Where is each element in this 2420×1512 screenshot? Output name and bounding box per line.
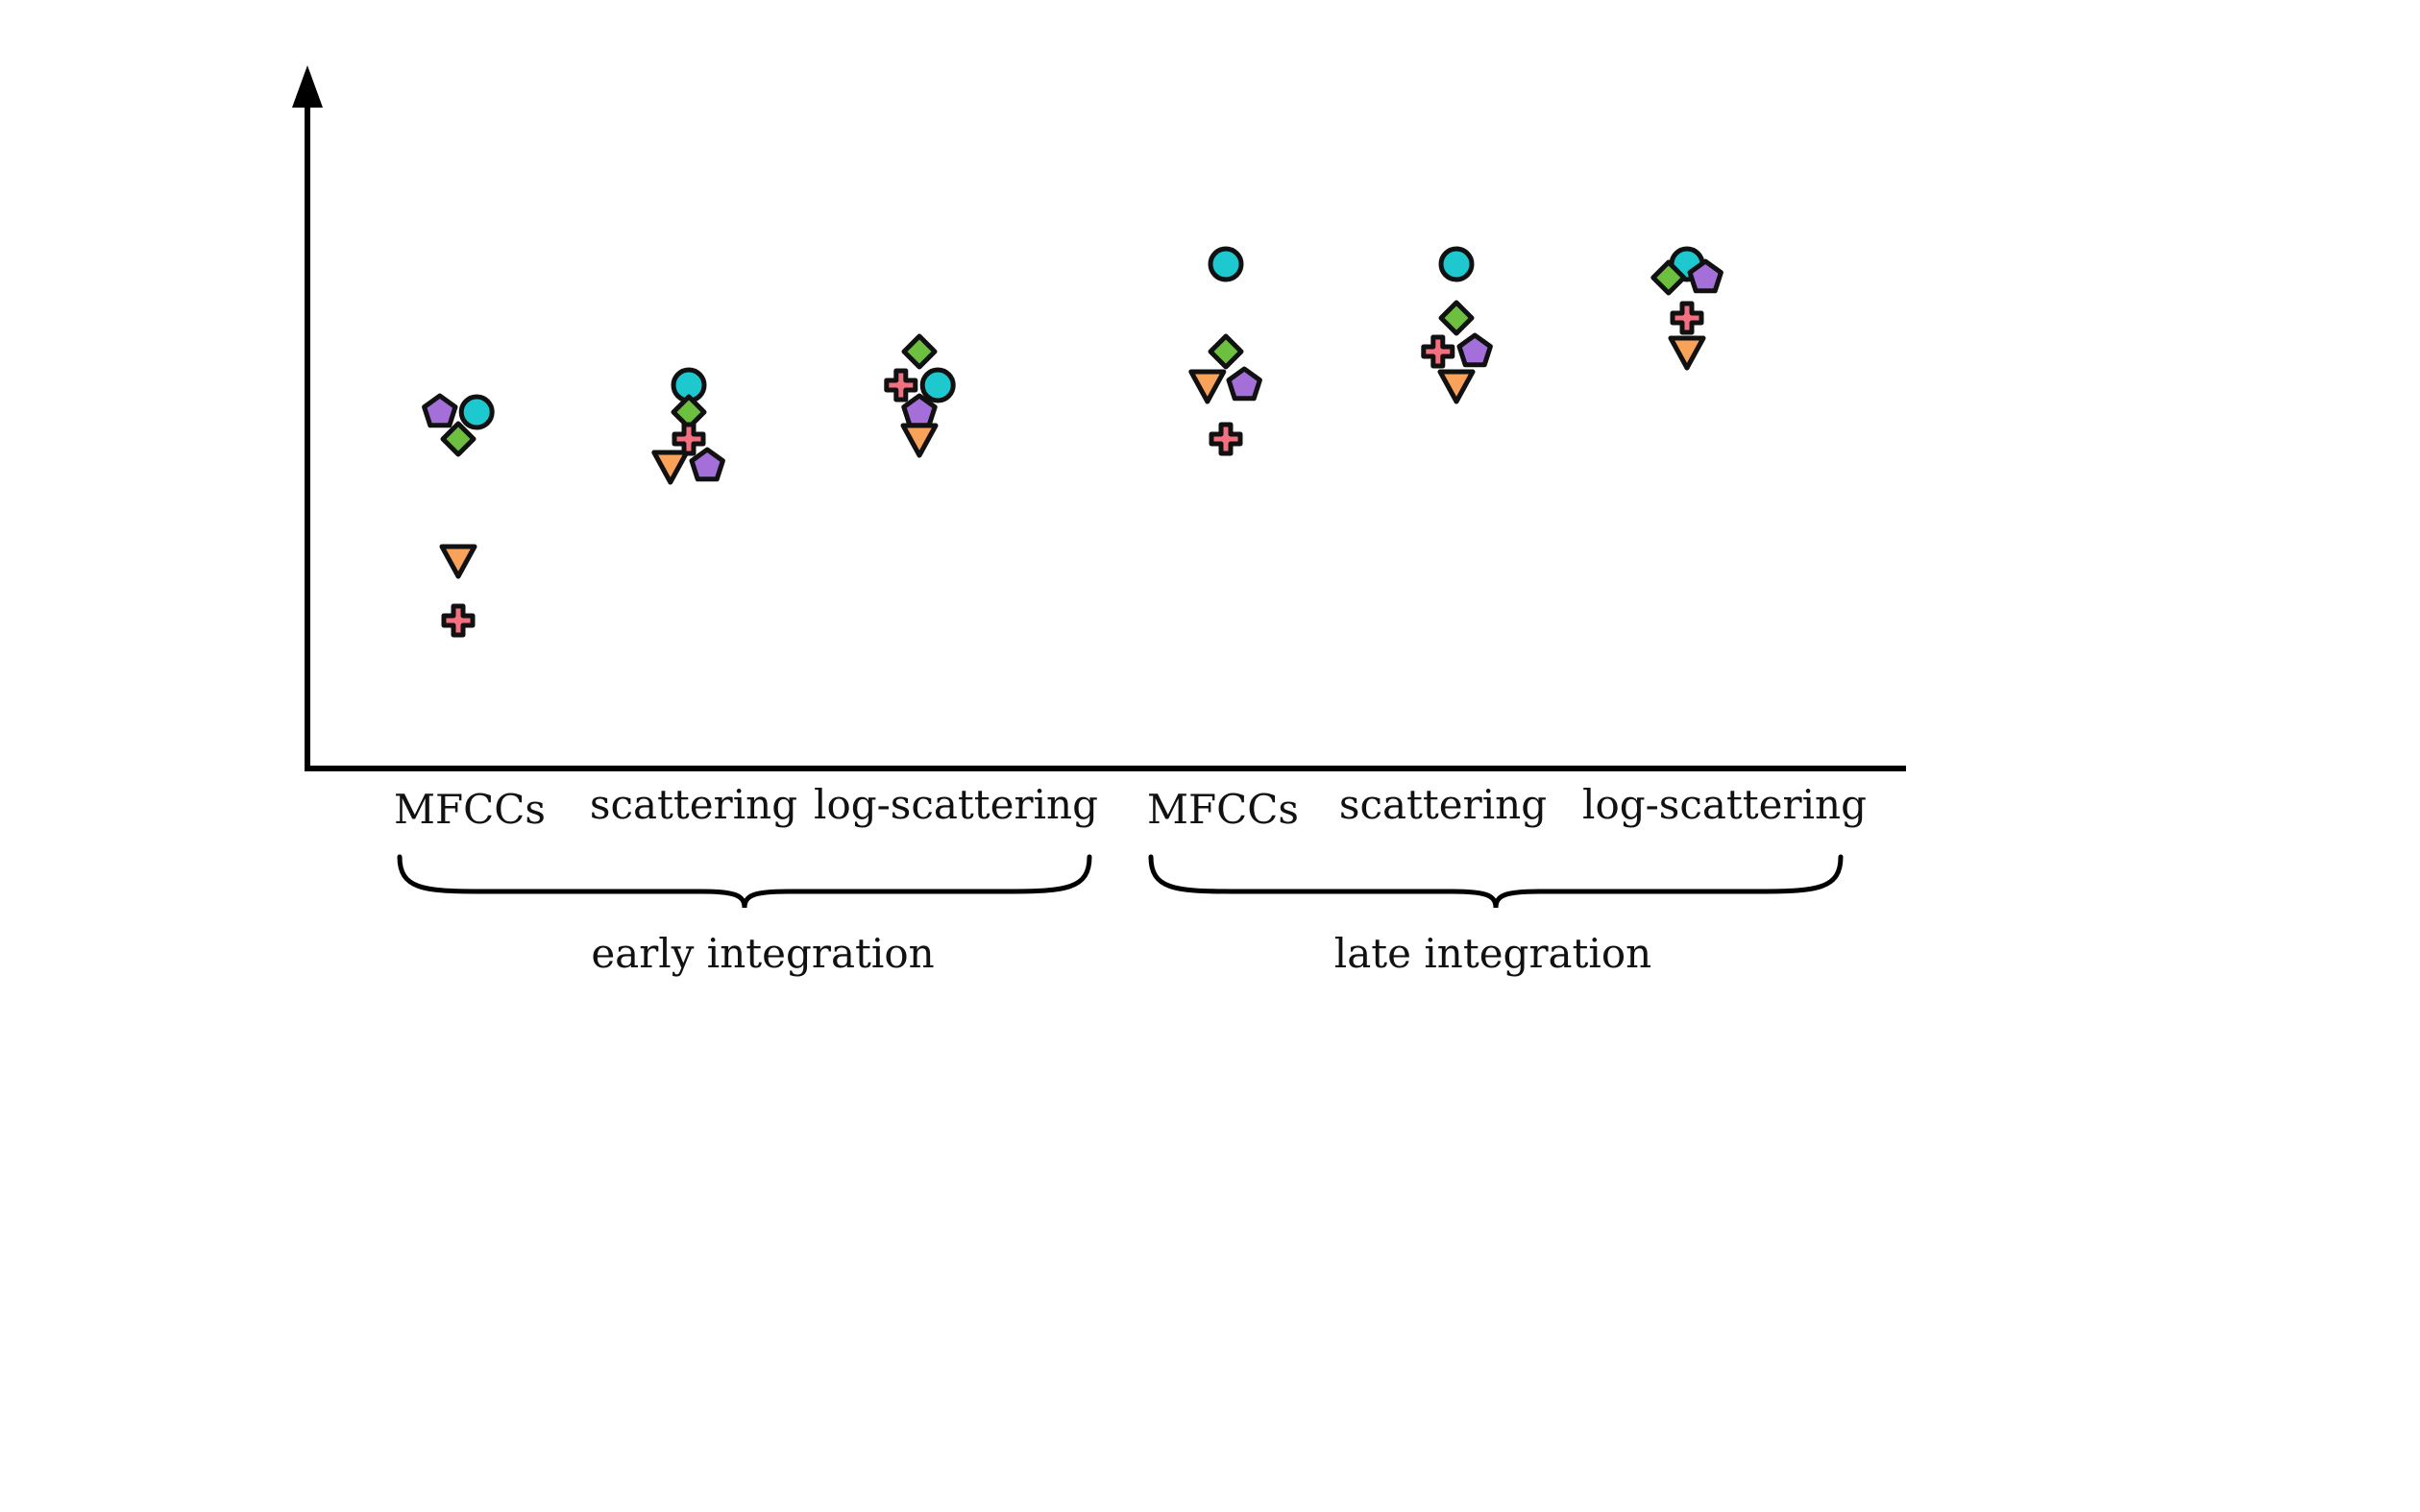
brace-late-integration <box>1148 854 1844 909</box>
triangle-down-marker-mfccs-late <box>1188 369 1227 404</box>
circle-marker-scattering-late <box>1438 246 1475 282</box>
tick-label-scattering-early: scattering <box>590 781 797 828</box>
circle-marker-mfccs-late <box>1208 246 1244 282</box>
tick-label-mfccs-late: MFCCs <box>1147 786 1299 833</box>
pentagon-marker-scattering-early <box>689 447 725 482</box>
group-label-late-integration: late integration <box>1334 930 1651 977</box>
tick-label-log-scattering-early: log-scattering <box>814 781 1098 828</box>
y-axis-arrow <box>292 65 323 108</box>
tick-label-mfccs-early: MFCCs <box>394 786 546 833</box>
pentagon-marker-log-scattering-late <box>1687 258 1723 294</box>
tick-label-log-scattering-late: log-scattering <box>1582 781 1867 828</box>
plus-marker-scattering-late <box>1421 334 1455 369</box>
triangle-down-marker-mfccs-early <box>439 544 477 579</box>
brace-early-integration <box>397 854 1092 909</box>
circle-marker-mfccs-early <box>458 394 495 430</box>
triangle-down-marker-log-scattering-late <box>1668 335 1706 371</box>
triangle-down-marker-log-scattering-early <box>900 423 939 458</box>
plus-marker-log-scattering-late <box>1670 301 1704 335</box>
plus-marker-mfccs-late <box>1209 422 1243 456</box>
diamond-marker-mfccs-early <box>440 421 477 457</box>
tick-label-scattering-late: scattering <box>1339 781 1547 828</box>
triangle-down-marker-scattering-late <box>1437 369 1476 404</box>
diamond-marker-log-scattering-late <box>1650 259 1687 296</box>
tick-labels: MFCCs scattering log-scattering MFCCs sc… <box>394 781 1867 833</box>
diamond-marker-mfccs-late <box>1208 333 1244 370</box>
triangle-down-marker-scattering-early <box>651 450 690 485</box>
group-braces <box>397 854 1844 909</box>
data-markers <box>422 246 1723 638</box>
plus-marker-log-scattering-early <box>884 368 918 402</box>
group-label-early-integration: early integration <box>591 930 934 977</box>
circle-marker-log-scattering-early <box>919 367 956 403</box>
axes <box>292 65 1906 771</box>
pentagon-marker-scattering-late <box>1456 332 1493 368</box>
pentagon-marker-mfccs-early <box>422 393 458 428</box>
diamond-marker-scattering-late <box>1438 300 1475 336</box>
plus-marker-scattering-early <box>672 422 706 456</box>
plus-marker-mfccs-early <box>441 603 476 638</box>
group-labels: early integration late integration <box>591 930 1651 977</box>
pentagon-marker-mfccs-late <box>1226 366 1262 402</box>
diamond-marker-log-scattering-early <box>901 333 938 370</box>
